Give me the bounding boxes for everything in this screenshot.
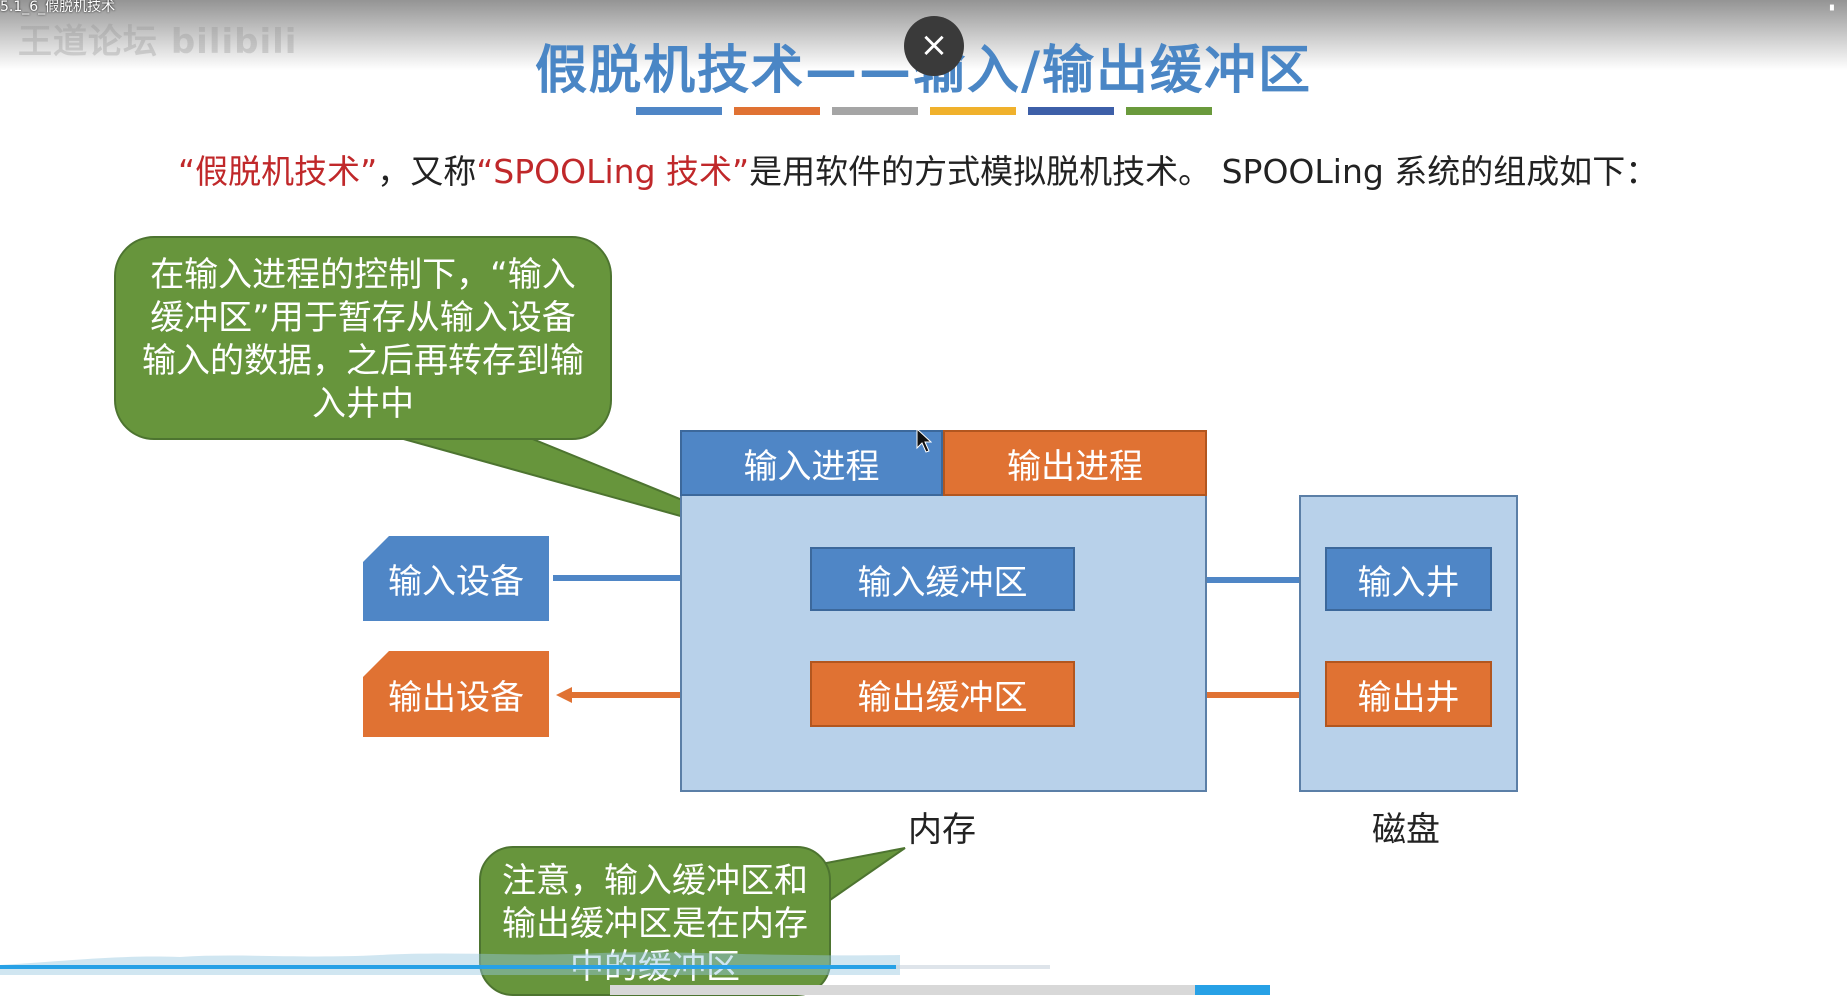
output-well-box: 输出井 (1325, 661, 1492, 727)
output-process-box: 输出进程 (943, 430, 1207, 496)
progress-wave-decoration (0, 952, 900, 975)
progress-fill[interactable] (0, 965, 896, 969)
output-buffer-box: 输出缓冲区 (810, 661, 1075, 727)
input-device-box: 输入设备 (363, 536, 549, 621)
video-title: 5.1_6_假脱机技术 (0, 0, 116, 15)
window-corner-icon: ▖ (1830, 0, 1838, 11)
control-bar-highlight[interactable] (1195, 985, 1270, 995)
close-icon: × (919, 25, 949, 65)
output-device-box: 输出设备 (363, 651, 549, 737)
input-well-box: 输入井 (1325, 547, 1492, 611)
close-button[interactable]: × (904, 16, 964, 76)
intro-sentence: “假脱机技术”，又称“SPOOLing 技术”是用软件的方式模拟脱机技术。 SP… (178, 145, 1658, 193)
title-color-bars (636, 107, 1212, 115)
color-bar (1126, 107, 1212, 115)
memory-caption: 内存 (908, 810, 976, 850)
intro-text-tail: 是用软件的方式模拟脱机技术。 SPOOLing 系统的组成如下： (749, 152, 1659, 191)
disk-caption: 磁盘 (1372, 810, 1440, 850)
color-bar (832, 107, 918, 115)
color-bar (734, 107, 820, 115)
control-bar (610, 985, 1270, 995)
color-bar (930, 107, 1016, 115)
disk-region (1299, 495, 1518, 792)
intro-term-spooling: “SPOOLing 技术” (476, 152, 750, 191)
input-buffer-box: 输入缓冲区 (810, 547, 1075, 611)
input-process-box: 输入进程 (680, 430, 943, 496)
intro-term: “假脱机技术” (178, 152, 378, 191)
color-bar (636, 107, 722, 115)
color-bar (1028, 107, 1114, 115)
callout-input-buffer-note: 在输入进程的控制下，“输入缓冲区”用于暂存从输入设备输入的数据，之后再转存到输入… (114, 236, 612, 440)
watermark: 王道论坛 bilibili (18, 22, 298, 62)
mouse-cursor-icon (916, 428, 932, 453)
intro-text: ，又称 (377, 152, 477, 191)
